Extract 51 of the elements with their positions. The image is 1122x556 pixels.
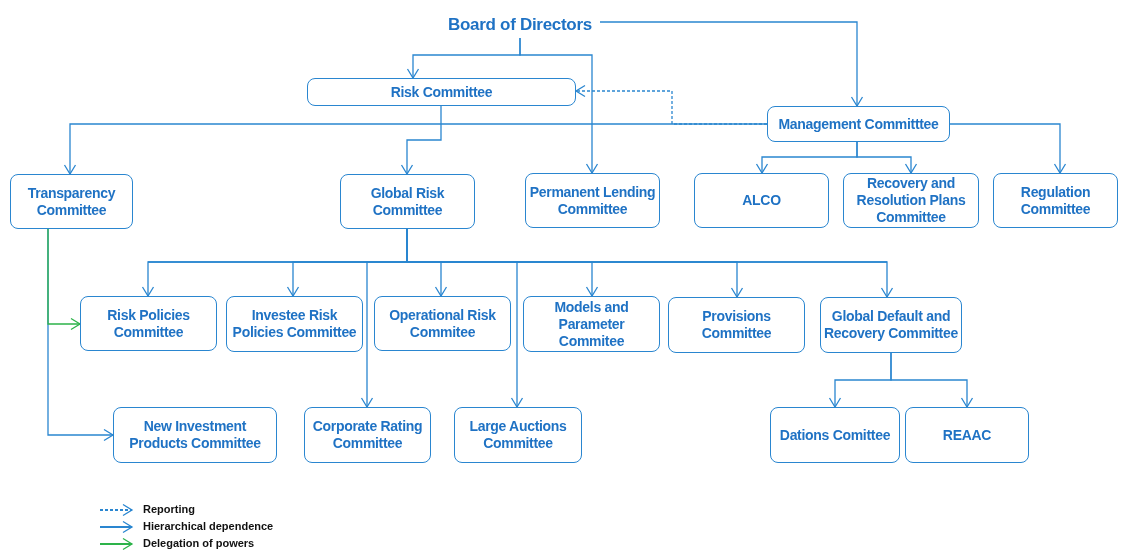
committee-box [694, 173, 829, 228]
committee-box [523, 296, 660, 352]
arrow [856, 141, 918, 174]
committee-name: Dations Comittee [778, 426, 892, 444]
committee-box [525, 173, 660, 228]
arrow [406, 228, 524, 408]
committee-box [767, 106, 950, 142]
committee-name: Operational Risk Commitee [388, 306, 497, 341]
committee-box [843, 173, 979, 228]
committee-name: Management Committtee [777, 115, 940, 133]
committee-box [905, 407, 1029, 463]
committee-box [304, 407, 431, 463]
committee-name: Large Auctions Committee [468, 418, 568, 452]
committee-name: Corporate Rating Committee [311, 418, 424, 452]
committee-box [454, 407, 582, 463]
committee-box [226, 296, 363, 352]
committee-name: Provisions Committee [700, 308, 773, 342]
committee-box [668, 297, 805, 353]
legend-label: Hierarchical dependence [143, 520, 274, 532]
arrow [47, 228, 81, 331]
arrow [63, 123, 768, 175]
arrow [890, 352, 974, 408]
committee-box [820, 297, 962, 353]
committee-box [374, 296, 511, 351]
committee-name: Permanent Lending Committee [528, 183, 657, 218]
committee-name: Regulation Committee [1019, 183, 1092, 218]
committee-box [10, 174, 133, 229]
committee-box [113, 407, 277, 463]
arrow [519, 37, 599, 174]
committee-box [770, 407, 900, 463]
committee-box [307, 78, 576, 106]
committee-box [993, 173, 1118, 228]
committee-name: Risk Policies Committee [106, 306, 191, 341]
committee-name: ALCO [741, 192, 782, 209]
committee-name: Global Default and Recovery Committee [823, 308, 959, 342]
board-title: Board of Directors [447, 15, 593, 33]
committee-name: New Investment Products Committee [128, 418, 262, 452]
arrow [400, 105, 442, 175]
committee-name: REAAC [941, 426, 993, 444]
committee-box [340, 174, 475, 229]
committee-name: Recovery and Resolution Plans Committee [855, 175, 967, 226]
arrow [949, 123, 1067, 174]
committee-name: Investee Risk Policies Committee [231, 307, 358, 341]
legend-label: Delegation of powers [143, 537, 255, 549]
committee-name: Global Risk Committee [369, 184, 446, 219]
legend-label: Reporting [143, 503, 195, 515]
committee-name: Transparency Committee [26, 184, 117, 219]
committee-name: Risk Committee [389, 83, 494, 101]
arrow [599, 21, 864, 107]
committee-box [80, 296, 217, 351]
committee-name: Models and Parameter Commitee [553, 298, 630, 350]
